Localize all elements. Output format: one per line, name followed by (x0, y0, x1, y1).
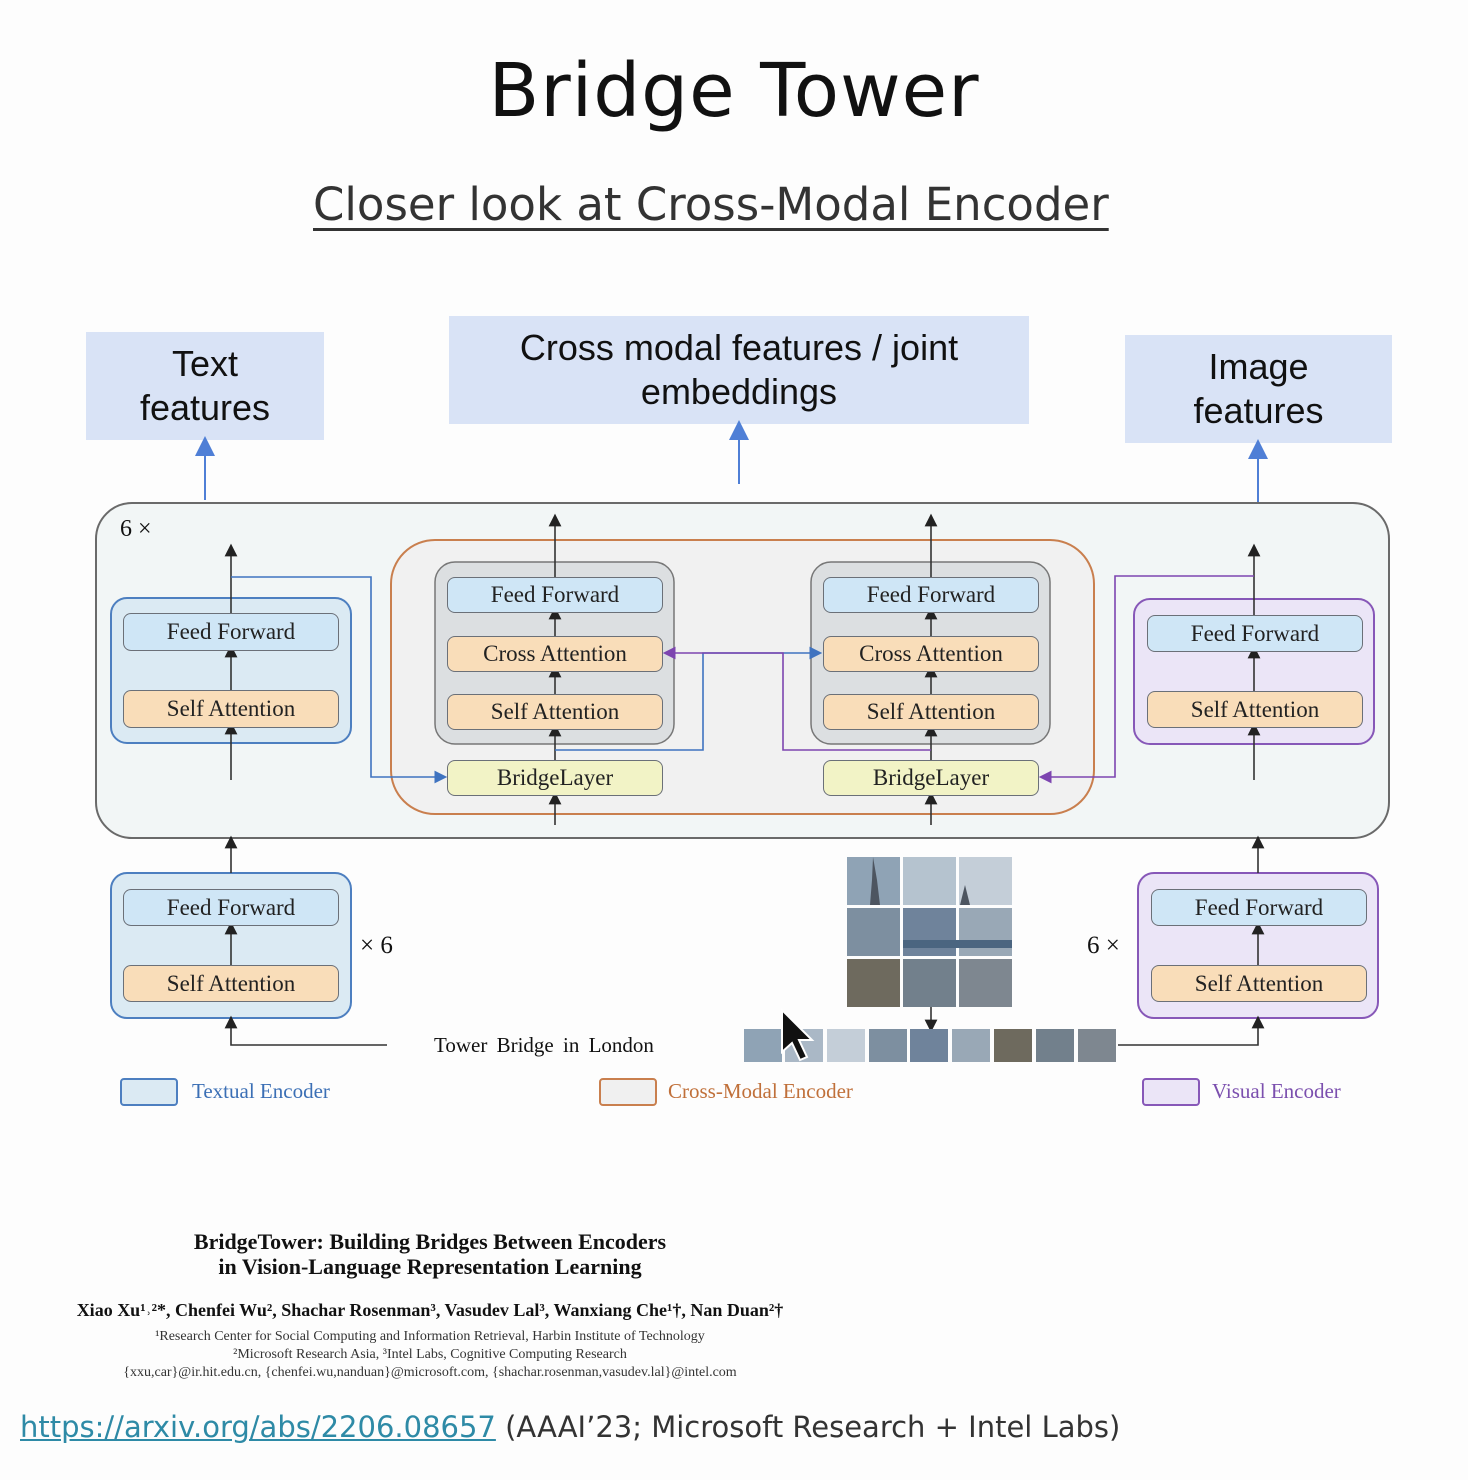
bottom-flow (224, 835, 1265, 1046)
bottom-text-self-attention: Self Attention (123, 965, 339, 1002)
outer-repeat-label: 6 × (120, 516, 152, 542)
cross-left-self-attention: Self Attention (447, 694, 663, 730)
legend-swatch-visual (1142, 1078, 1200, 1106)
bottom-visual-feed-forward: Feed Forward (1151, 889, 1367, 926)
text-encoder-feed-forward: Feed Forward (123, 613, 339, 651)
paper-authors: Xiao Xu¹˒²*, Chenfei Wu², Shachar Rosenm… (76, 1300, 784, 1320)
paper-affiliation-2: ²Microsoft Research Asia, ³Intel Labs, C… (233, 1347, 627, 1362)
visual-to-bridge-line (1038, 575, 1254, 784)
cross-left-feed-forward: Feed Forward (447, 577, 663, 613)
legend-label-textual: Textual Encoder (192, 1079, 330, 1103)
image-features-box: Image features (1125, 335, 1392, 443)
visual-encoder-self-attention: Self Attention (1147, 691, 1363, 728)
mouse-cursor-icon (781, 1007, 815, 1062)
legend-swatch-cross-modal (599, 1078, 657, 1106)
legend-label-visual: Visual Encoder (1212, 1079, 1341, 1103)
bottom-visual-self-attention: Self Attention (1151, 965, 1367, 1002)
cross-right-bridge-layer: BridgeLayer (823, 760, 1039, 796)
bottom-text-feed-forward: Feed Forward (123, 889, 339, 926)
paper-emails: {xxu,car}@ir.hit.edu.cn, {chenfei.wu,nan… (123, 1365, 737, 1380)
image-patch-grid (847, 857, 1012, 1007)
paper-affiliation-1: ¹Research Center for Social Computing an… (155, 1329, 705, 1344)
legend-label-cross-modal: Cross-Modal Encoder (668, 1079, 853, 1103)
text-to-bridge-line (231, 576, 448, 784)
text-encoder-self-attention: Self Attention (123, 690, 339, 728)
cross-left-cross-attention: Cross Attention (447, 636, 663, 672)
text-features-box: Text features (86, 332, 324, 440)
cross-right-self-attention: Self Attention (823, 694, 1039, 730)
footer: https://arxiv.org/abs/2206.08657 (AAAI’2… (20, 1410, 1120, 1444)
input-text-caption: Tower Bridge in London (434, 1033, 654, 1057)
bottom-visual-repeat-label: 6 × (1087, 932, 1120, 959)
slide-subtitle: Closer look at Cross-Modal Encoder (313, 178, 1109, 231)
paper-title-line1: BridgeTower: Building Bridges Between En… (193, 1229, 667, 1254)
cross-right-cross-attention: Cross Attention (823, 636, 1039, 672)
image-patch-sequence (744, 1029, 1116, 1062)
paper-title-line2: in Vision-Language Representation Learni… (218, 1254, 642, 1279)
cross-right-feed-forward: Feed Forward (823, 577, 1039, 613)
footer-note: (AAAI’23; Microsoft Research + Intel Lab… (495, 1410, 1121, 1444)
cross-modal-features-box: Cross modal features / joint embeddings (449, 316, 1029, 424)
bottom-text-repeat-label: × 6 (360, 932, 393, 959)
slide-title: Bridge Tower (488, 48, 980, 134)
paper-title: BridgeTower: Building Bridges Between En… (40, 1229, 820, 1279)
right-to-left-cross-line (662, 646, 931, 751)
legend-swatch-textual (120, 1078, 178, 1106)
cross-left-bridge-layer: BridgeLayer (447, 760, 663, 796)
visual-encoder-feed-forward: Feed Forward (1147, 615, 1363, 652)
arxiv-link[interactable]: https://arxiv.org/abs/2206.08657 (20, 1410, 496, 1444)
